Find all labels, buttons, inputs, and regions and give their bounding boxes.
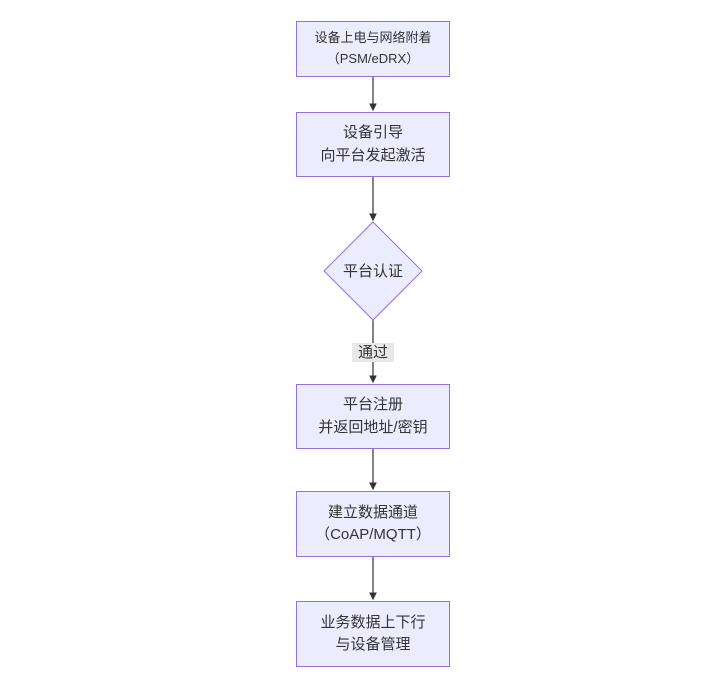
node-label-line: （PSM/eDRX） [326,51,420,66]
node-label-line: 设备上电与网络附着 [314,30,432,46]
node-label-line: 并返回地址/密钥 [318,418,428,436]
edge-label-pass: 通过 [352,343,394,362]
node-label-line: 设备引导 [342,124,403,141]
node-platform-register: 平台注册 并返回地址/密钥 [296,384,450,449]
node-power-attach: 设备上电与网络附着 （PSM/eDRX） [296,21,450,77]
node-label-line: 与设备管理 [335,636,411,653]
node-label-line: 向平台发起激活 [320,146,426,164]
node-label-line: 业务数据上下行 [320,613,426,631]
node-data-channel: 建立数据通道 （CoAP/MQTT） [296,491,450,557]
node-platform-auth-shape [323,221,423,321]
node-platform-auth-label: 平台认证 [342,263,403,280]
node-label-line: 平台注册 [342,396,403,413]
node-label-line: （CoAP/MQTT） [315,526,431,543]
node-bootstrap-activate: 设备引导 向平台发起激活 [296,112,450,177]
node-business-data: 业务数据上下行 与设备管理 [296,601,450,667]
node-label-line: 建立数据通道 [327,503,418,521]
